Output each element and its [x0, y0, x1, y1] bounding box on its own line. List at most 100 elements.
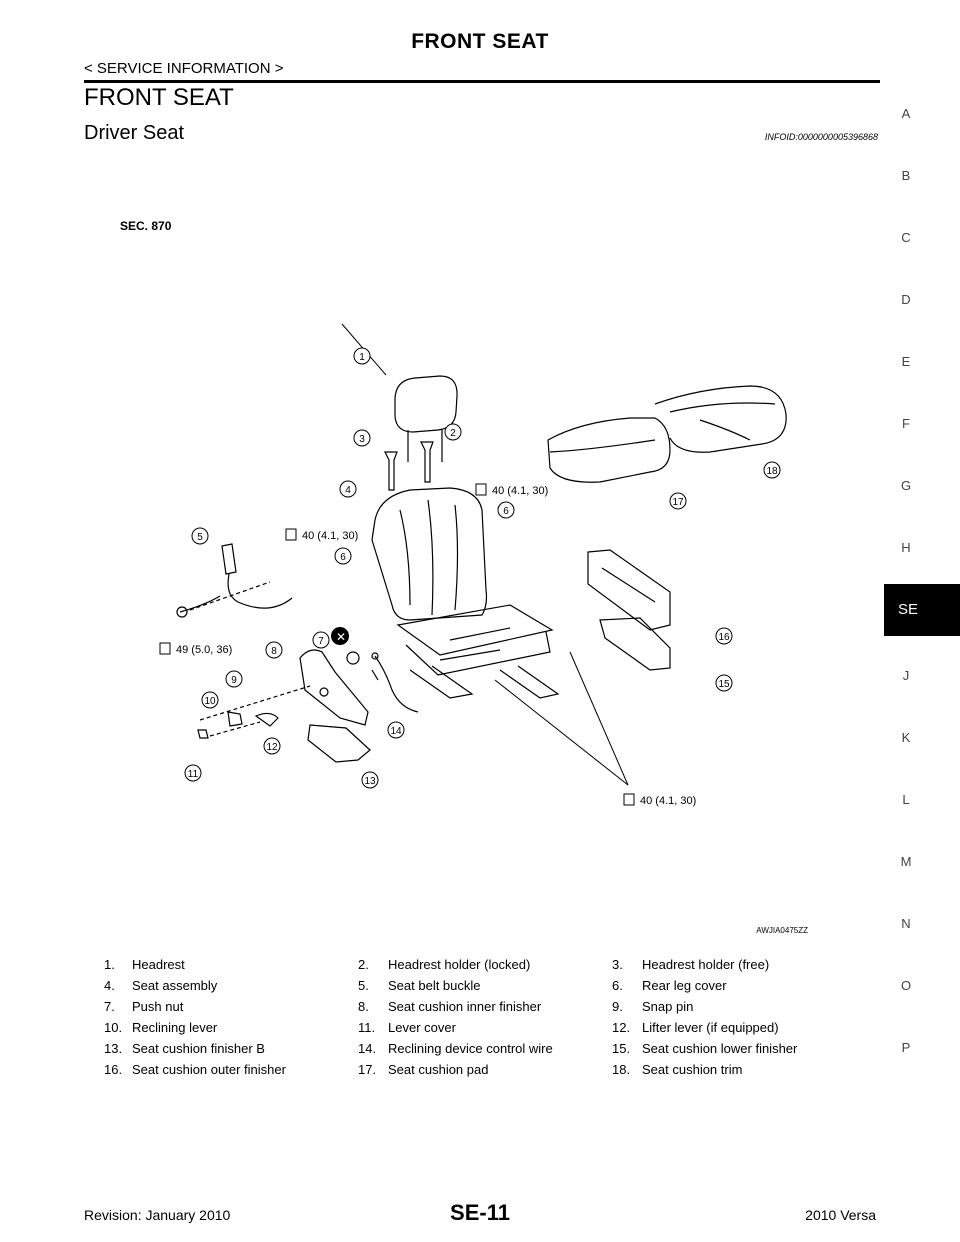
torque-spec-bottom: 40 (4.1, 30) — [623, 793, 696, 807]
legend-num: 2. — [358, 957, 369, 972]
svg-text:12: 12 — [266, 742, 278, 753]
figure-id: AWJIA0475ZZ — [756, 926, 808, 935]
sidebar-letter[interactable]: L — [902, 792, 910, 807]
svg-text:40 (4.1, 30): 40 (4.1, 30) — [492, 485, 548, 497]
legend-label: Lifter lever (if equipped) — [642, 1020, 779, 1035]
svg-text:10: 10 — [204, 696, 216, 707]
legend-row: 1. Headrest 2. Headrest holder (locked) … — [104, 957, 844, 978]
legend-label: Seat belt buckle — [388, 978, 481, 993]
sidebar-letter[interactable]: P — [901, 1040, 911, 1055]
legend-label: Reclining device control wire — [388, 1041, 553, 1056]
svg-text:9: 9 — [231, 675, 237, 686]
legend-num: 18. — [612, 1062, 631, 1077]
svg-text:7: 7 — [318, 636, 324, 647]
legend-num: 16. — [104, 1062, 123, 1077]
svg-text:40 (4.1, 30): 40 (4.1, 30) — [302, 530, 358, 542]
callout-17: 17 — [669, 492, 687, 510]
legend-num: 15. — [612, 1041, 631, 1056]
callout-14: 14 — [387, 721, 405, 739]
torque-spec-left: 49 (5.0, 36) — [159, 642, 232, 656]
header-rule — [84, 80, 880, 83]
legend-num: 6. — [612, 978, 623, 993]
sidebar-letter[interactable]: C — [901, 230, 911, 245]
seat-finishers-drawing — [587, 549, 671, 671]
footer-page-number: SE-11 — [450, 1200, 510, 1225]
legend-num: 12. — [612, 1020, 631, 1035]
sidebar-letter[interactable]: J — [902, 668, 910, 683]
sidebar-letter[interactable]: B — [901, 168, 911, 183]
legend-num: 1. — [104, 957, 115, 972]
sidebar-active-section[interactable]: SE — [884, 584, 960, 636]
svg-text:4: 4 — [345, 485, 351, 496]
svg-text:17: 17 — [672, 497, 684, 508]
svg-text:11: 11 — [188, 769, 199, 780]
callout-10: 10 — [201, 691, 219, 709]
legend-num: 5. — [358, 978, 369, 993]
legend-label: Seat cushion outer finisher — [132, 1062, 286, 1077]
legend-row: 4. Seat assembly 5. Seat belt buckle 6. … — [104, 978, 844, 999]
callout-7: 7 — [312, 631, 330, 649]
inner-finishers-drawing — [197, 649, 371, 763]
svg-text:18: 18 — [766, 466, 778, 477]
legend-num: 4. — [104, 978, 115, 993]
legend-label: Push nut — [132, 999, 184, 1014]
legend-num: 9. — [612, 999, 623, 1014]
callout-8: 8 — [265, 641, 283, 659]
sidebar-letter[interactable]: A — [901, 106, 911, 121]
sidebar-letter[interactable]: F — [902, 416, 910, 431]
torque-spec-mid-left: 40 (4.1, 30) — [285, 528, 358, 542]
legend-label: Seat cushion lower finisher — [642, 1041, 798, 1056]
seat-frame-drawing — [371, 604, 560, 699]
legend-label: Headrest holder (locked) — [388, 957, 531, 972]
svg-text:14: 14 — [390, 726, 402, 737]
callout-15: 15 — [715, 674, 733, 692]
section-label: SEC. 870 — [120, 219, 172, 233]
seat-belt-buckle-drawing — [176, 543, 293, 618]
legend-label: Seat assembly — [132, 978, 218, 993]
parts-legend: 1. Headrest 2. Headrest holder (locked) … — [104, 957, 844, 1083]
subsection-title: Driver Seat — [84, 122, 185, 144]
legend-label: Headrest holder (free) — [642, 957, 770, 972]
callout-3: 3 — [353, 429, 371, 447]
callout-6a: 6 — [497, 501, 515, 519]
callout-11: 11 — [184, 764, 202, 782]
legend-label: Seat cushion inner finisher — [388, 999, 542, 1014]
svg-text:3: 3 — [359, 434, 365, 445]
svg-text:5: 5 — [197, 532, 203, 543]
sidebar-letter[interactable]: G — [900, 478, 912, 493]
legend-num: 14. — [358, 1041, 377, 1056]
legend-label: Headrest — [132, 957, 185, 972]
legend-label: Reclining lever — [132, 1020, 218, 1035]
legend-label: Snap pin — [642, 999, 694, 1014]
sidebar-letter[interactable]: N — [901, 916, 911, 931]
svg-text:16: 16 — [718, 632, 730, 643]
legend-num: 8. — [358, 999, 369, 1014]
legend-num: 17. — [358, 1062, 377, 1077]
callout-13: 13 — [361, 771, 379, 789]
sidebar-letter[interactable]: D — [901, 292, 911, 307]
sidebar-letter[interactable]: E — [901, 354, 911, 369]
footer-model: 2010 Versa — [805, 1207, 876, 1223]
section-title: FRONT SEAT — [84, 84, 234, 111]
headrest-drawing — [384, 375, 458, 491]
legend-num: 13. — [104, 1041, 123, 1056]
callout-9: 9 — [225, 670, 243, 688]
page-header-subtitle: < SERVICE INFORMATION > — [84, 60, 284, 77]
sidebar-letter[interactable]: H — [901, 540, 911, 555]
legend-label: Seat cushion pad — [388, 1062, 489, 1077]
callouts: 1 2 3 4 5 6 6 7 8 9 10 11 12 13 14 15 16… — [184, 347, 781, 789]
sidebar-letter[interactable]: K — [901, 730, 911, 745]
svg-text:13: 13 — [364, 776, 376, 787]
callout-2: 2 — [444, 423, 462, 441]
seat-cushion-drawing — [547, 385, 787, 483]
legend-row: 16. Seat cushion outer finisher 17. Seat… — [104, 1062, 844, 1083]
svg-text:6: 6 — [340, 552, 346, 563]
do-not-reuse-cross: ✕ — [336, 630, 346, 644]
sidebar-letter[interactable]: O — [900, 978, 912, 993]
legend-label: Rear leg cover — [642, 978, 727, 993]
svg-text:2: 2 — [450, 428, 456, 439]
sidebar-letter[interactable]: M — [900, 854, 912, 869]
legend-label: Lever cover — [388, 1020, 456, 1035]
legend-num: 3. — [612, 957, 623, 972]
seat-back-drawing — [371, 487, 488, 621]
